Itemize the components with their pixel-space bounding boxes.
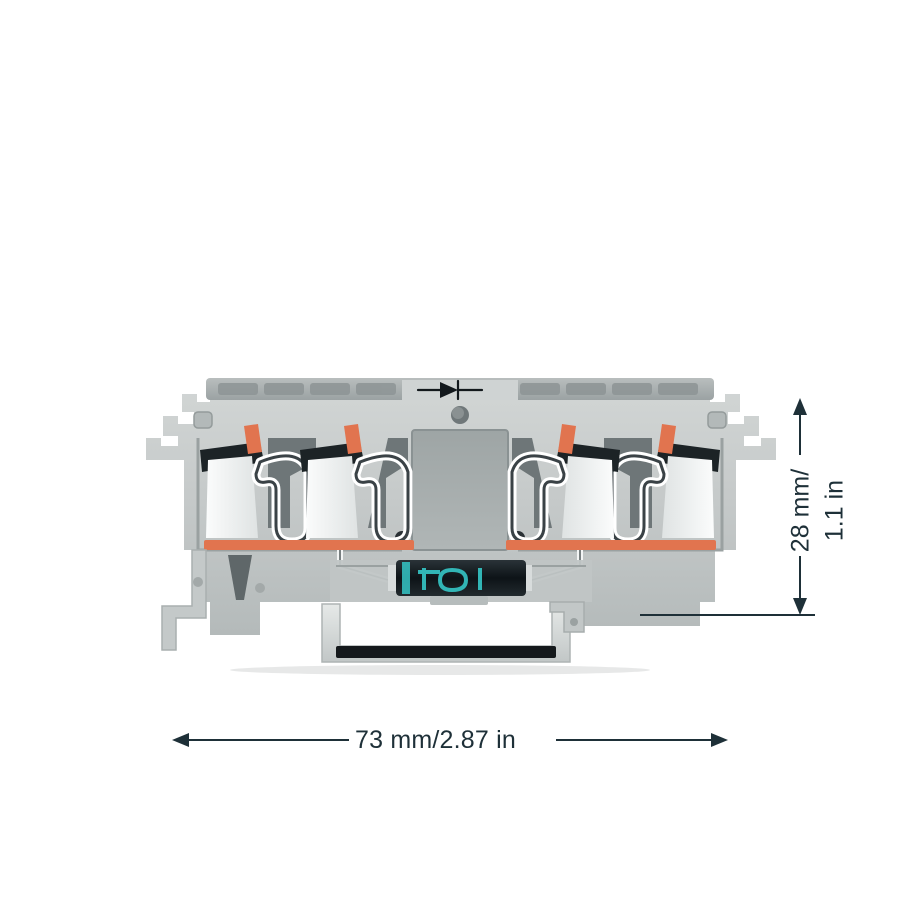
height-dimension-line-upper xyxy=(799,415,801,455)
conductor-block xyxy=(306,456,358,538)
din-rail-foot xyxy=(321,601,585,663)
height-extension-line-bottom xyxy=(640,614,815,616)
conductor-block xyxy=(562,456,614,538)
orange-lever xyxy=(558,424,576,454)
arrow-left-icon xyxy=(172,733,189,747)
cage-clamp-unit xyxy=(300,424,414,550)
top-vent-slots xyxy=(218,383,698,395)
diode-symbol-icon xyxy=(416,379,484,401)
arrow-up-icon xyxy=(793,398,807,415)
left-support-leg xyxy=(161,549,265,651)
arrow-down-icon xyxy=(793,598,807,615)
busbar xyxy=(304,540,414,550)
conductor-block xyxy=(206,456,258,538)
height-dimension-label-line1: 28 mm/ xyxy=(786,468,815,553)
cage-clamp-unit xyxy=(506,424,620,550)
width-dimension-label: 73 mm/2.87 in xyxy=(355,726,517,754)
center-recess-block xyxy=(412,430,508,550)
product-illustration xyxy=(140,350,780,690)
width-dimension-line-left xyxy=(189,739,349,741)
busbar xyxy=(606,540,716,550)
rail-slot xyxy=(336,646,556,658)
diode-cathode-band xyxy=(402,562,410,594)
orange-lever xyxy=(344,424,362,454)
diode-component xyxy=(388,560,532,605)
busbar xyxy=(204,540,314,550)
height-dimension-line-lower xyxy=(799,556,801,598)
orange-lever xyxy=(658,424,676,454)
housing-bosses xyxy=(193,411,727,429)
conductor-block xyxy=(662,456,714,538)
height-dimension-label-line2: 1.1 in xyxy=(820,479,849,542)
arrow-right-icon xyxy=(711,733,728,747)
diode-marking xyxy=(418,567,482,593)
width-dimension-line-right xyxy=(556,739,711,741)
busbar xyxy=(506,540,616,550)
orange-lever xyxy=(244,424,262,454)
